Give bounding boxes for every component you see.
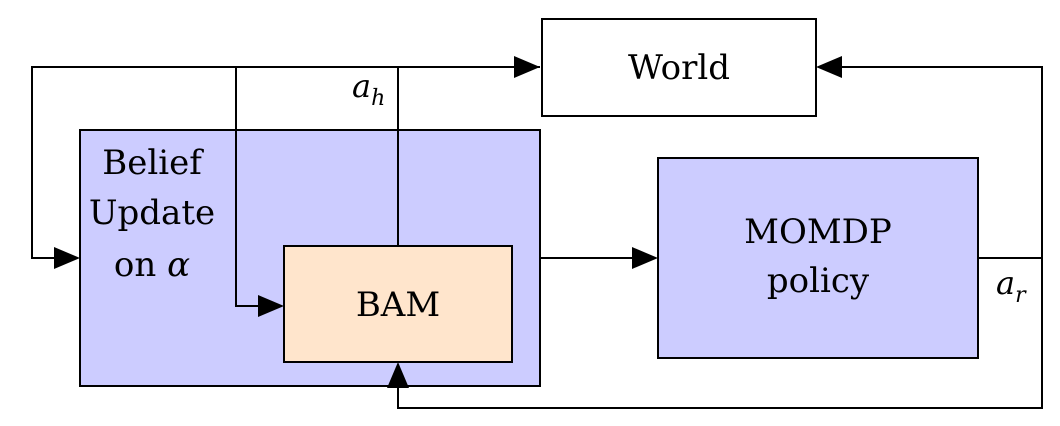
momdp-label-line-2: policy	[767, 261, 870, 301]
bam-input-wire	[235, 67, 260, 307]
human-action-label: ah	[352, 67, 385, 111]
arrow-from-right-to-world	[816, 56, 842, 78]
robot-action-to-world-wire	[840, 66, 1043, 259]
outer-left-loop-wire	[31, 66, 540, 259]
human-action-label-base: a	[352, 67, 371, 105]
world-label: World	[628, 48, 730, 88]
belief-update-label-line-1: Belief	[102, 143, 204, 183]
belief-update-on-text: on	[114, 245, 167, 285]
bam-block	[283, 245, 513, 363]
arrow-to-belief-update	[54, 247, 80, 269]
momdp-label-line-1: MOMDP	[744, 212, 892, 252]
belief-update-label-line-3: on α	[114, 245, 190, 285]
alpha-symbol: α	[167, 245, 190, 285]
arrow-to-world	[514, 56, 540, 78]
robot-action-label-subscript: r	[1015, 283, 1027, 308]
world-block	[541, 18, 817, 117]
robot-action-label-base: a	[996, 264, 1015, 302]
robot-action-label: ar	[996, 264, 1027, 308]
arrow-to-bam-bottom	[387, 362, 409, 388]
momdp-policy-block	[657, 157, 979, 359]
human-action-label-subscript: h	[371, 86, 385, 111]
bam-label: BAM	[356, 285, 440, 325]
robot-action-to-bam-wire	[397, 258, 1043, 409]
arrow-to-bam	[258, 295, 284, 317]
belief-update-label-line-2: Update	[89, 193, 215, 233]
arrow-to-momdp-policy	[632, 247, 658, 269]
